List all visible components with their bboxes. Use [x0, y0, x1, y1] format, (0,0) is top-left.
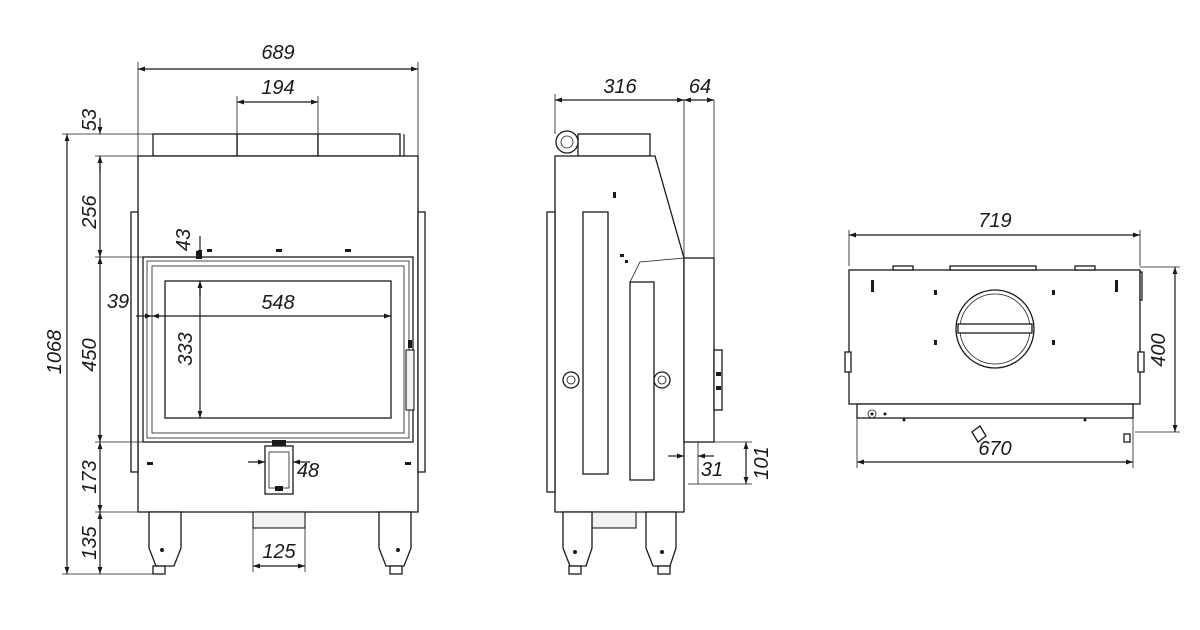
- top-dimensions: 719 400 670: [848, 210, 1180, 468]
- dim-body-depth: 316: [603, 76, 637, 98]
- dim-air-inlet-width: 48: [297, 460, 319, 482]
- dim-top-overall-width: 719: [978, 210, 1011, 232]
- front-dimensions: 689 194 53 256 450 173 135 1068: [44, 42, 419, 575]
- dim-top-offset: 53: [79, 109, 101, 131]
- dim-lower-height: 173: [79, 460, 101, 493]
- dim-glass-width: 548: [261, 292, 294, 314]
- top-view: [844, 265, 1145, 443]
- dim-legs-height: 135: [79, 525, 101, 559]
- dim-glass-top-offset: 43: [173, 229, 195, 251]
- glass-panel: [164, 280, 392, 419]
- flue-collar: [236, 133, 319, 157]
- top-plate: [152, 133, 238, 157]
- front-view: [130, 133, 426, 575]
- dim-frame-offset: 31: [701, 459, 723, 481]
- air-inlet-control: [264, 440, 294, 495]
- rear-frame: [683, 257, 715, 443]
- dim-top-base-width: 670: [978, 438, 1011, 460]
- side-dimensions: 316 64 31 101: [554, 76, 773, 485]
- dim-door-height: 450: [79, 338, 101, 371]
- dim-flue-width: 194: [261, 77, 294, 99]
- front-legs: [148, 511, 412, 575]
- dim-frame-bottom: 101: [751, 446, 773, 479]
- dim-glass-height: 333: [175, 332, 197, 365]
- dim-upper-height: 256: [79, 194, 101, 229]
- dim-bottom-inlet-width: 125: [262, 541, 296, 563]
- dim-frame-depth: 64: [689, 76, 711, 98]
- side-view: [546, 100, 723, 575]
- bottom-inlet: [252, 511, 306, 529]
- side-body: [554, 155, 685, 513]
- dim-top-depth: 400: [1148, 333, 1170, 366]
- dim-overall-height: 1068: [44, 330, 66, 375]
- dim-door-side-offset: 39: [107, 291, 129, 313]
- dim-overall-width: 689: [261, 42, 294, 64]
